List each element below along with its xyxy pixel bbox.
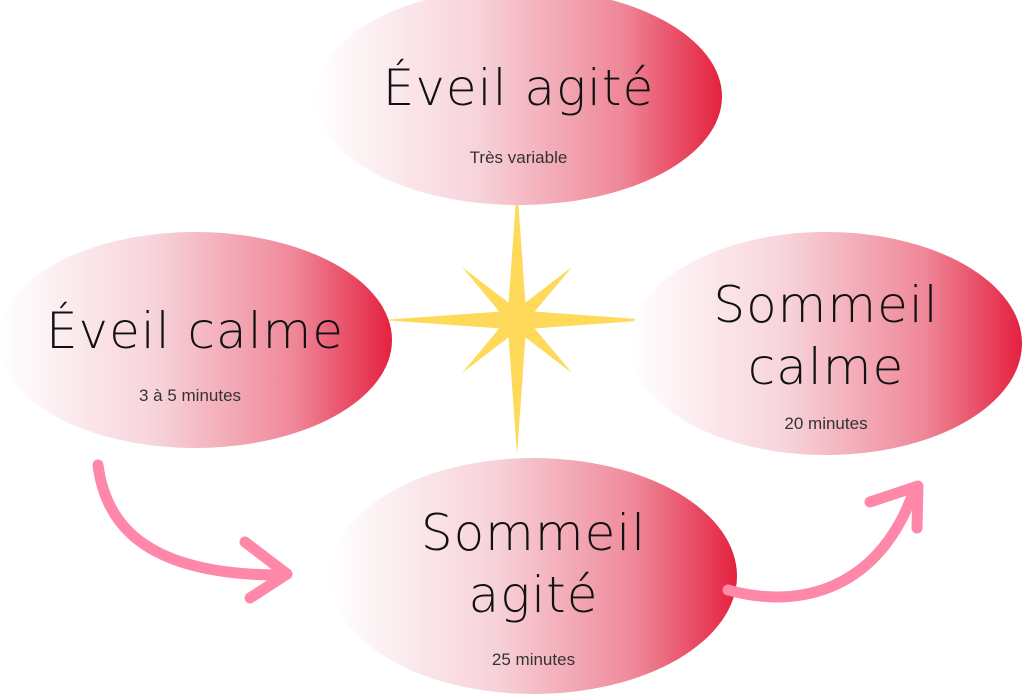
node-duration: 25 minutes — [491, 650, 576, 669]
node-duration: 3 à 5 minutes — [138, 386, 242, 405]
curved-arrow-up-right-icon — [722, 480, 924, 603]
node-title: Éveil calme — [45, 302, 345, 360]
node-title: Éveil agité — [382, 59, 655, 117]
node-title: Sommeil — [420, 504, 647, 562]
node-title: agité — [468, 566, 599, 624]
node-title: Sommeil — [713, 276, 939, 334]
node-eveil-agite: Éveil agité Très variable — [315, 0, 722, 205]
node-title: calme — [747, 338, 905, 396]
node-sommeil-calme: Sommeil calme 20 minutes — [630, 232, 1022, 455]
node-duration: 20 minutes — [784, 414, 868, 433]
node-duration: Très variable — [469, 148, 568, 167]
node-sommeil-agite: Sommeil agité 25 minutes — [330, 458, 737, 694]
node-eveil-calme: Éveil calme 3 à 5 minutes — [0, 232, 392, 448]
curved-arrow-right-icon — [92, 459, 293, 604]
